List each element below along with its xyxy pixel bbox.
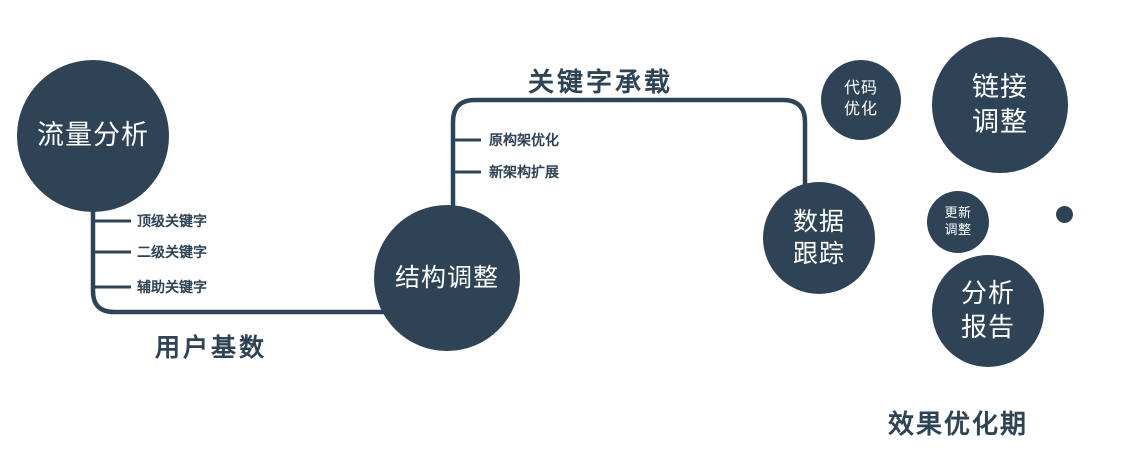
branch-label-auxiliary-keywords: 辅助关键字 xyxy=(137,279,207,295)
diagram-caption: 效果优化期 xyxy=(888,409,1029,439)
code-optimization-label-line1: 代码 xyxy=(843,80,878,98)
code-optimization-node: 代码 优化 xyxy=(821,60,901,140)
small-dot-node xyxy=(1056,206,1073,223)
update-adjustment-node: 更新 调整 xyxy=(927,191,989,253)
link-adjustment-label-line1: 链接 xyxy=(972,71,1028,102)
analysis-report-label-line2: 报告 xyxy=(960,312,1015,342)
branch-label-original-framework: 原构架优化 xyxy=(489,132,559,148)
code-optimization-label-line2: 优化 xyxy=(843,101,878,118)
analysis-report-node: 分析 报告 xyxy=(932,255,1044,367)
traffic-analysis-label: 流量分析 xyxy=(37,120,149,151)
data-tracking-node: 数据 跟踪 xyxy=(763,182,875,294)
analysis-report-label-line1: 分析 xyxy=(960,278,1015,309)
data-tracking-label-line1: 数据 xyxy=(792,207,845,236)
traffic-analysis-node: 流量分析 xyxy=(17,60,169,212)
structure-adjustment-node: 结构调整 xyxy=(374,205,520,351)
link-adjustment-node: 链接 调整 xyxy=(932,37,1068,173)
edge-traffic-to-structure xyxy=(90,184,420,315)
update-adjustment-label-line1: 更新 xyxy=(944,205,972,221)
branch-label-new-framework: 新架构扩展 xyxy=(489,164,559,180)
edge-label-keyword-carry: 关键字承载 xyxy=(528,67,674,97)
link-adjustment-label-line2: 调整 xyxy=(972,107,1028,137)
data-tracking-label-line2: 跟踪 xyxy=(792,240,845,268)
branch-label-top-keywords: 顶级关键字 xyxy=(137,213,207,229)
update-adjustment-label-line2: 调整 xyxy=(944,222,972,237)
edge-structure-to-tracking xyxy=(450,97,808,214)
structure-adjustment-label: 结构调整 xyxy=(394,263,499,292)
branch-label-secondary-keywords: 二级关键字 xyxy=(137,244,207,260)
edge-label-user-base: 用户基数 xyxy=(155,334,268,362)
